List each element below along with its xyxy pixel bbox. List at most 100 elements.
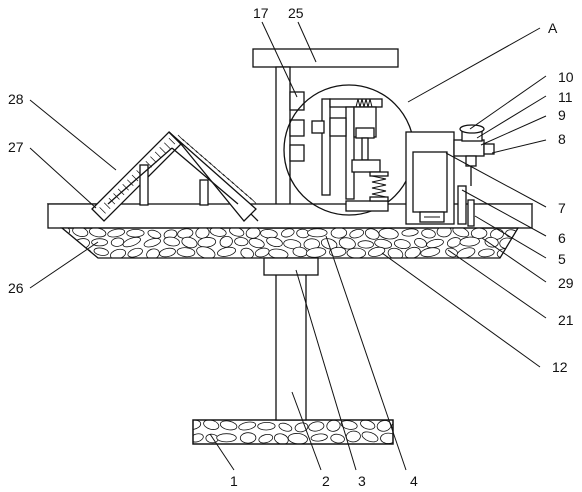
pebble [266, 236, 283, 248]
pebble [283, 239, 302, 250]
pebble [329, 246, 347, 257]
leader-line-l6 [461, 189, 547, 237]
leader-line-l9 [480, 115, 547, 146]
pebble [478, 248, 495, 258]
mech-lower-base [345, 200, 389, 212]
pebble [209, 228, 227, 237]
pebble [122, 236, 141, 248]
gravel-layer-base [192, 419, 394, 445]
leader-line-l10 [469, 75, 547, 130]
mech-cylinder-head [355, 127, 375, 139]
pebble [146, 248, 160, 258]
lower-column [275, 273, 307, 421]
callout-l10: 10 [558, 69, 574, 85]
hatch-mark [209, 162, 216, 169]
hatch-mark [195, 150, 203, 157]
hatch-mark [182, 138, 189, 146]
cabinet-inner [412, 151, 448, 213]
pebble [367, 246, 386, 257]
pebble [107, 228, 126, 238]
roof-inner-left [107, 147, 173, 205]
callout-l7: 7 [558, 200, 566, 216]
pebble [305, 247, 327, 258]
pebble [163, 236, 180, 247]
mech-side-block [345, 106, 355, 200]
pebble [391, 422, 393, 432]
hatch-mark [231, 181, 239, 189]
pebble [257, 421, 276, 431]
pebble [349, 228, 365, 239]
pebble [361, 431, 379, 443]
pebble [420, 247, 441, 258]
mech-spring-seat [369, 196, 389, 202]
hatch-mark [122, 184, 129, 191]
valve-assembly [453, 124, 495, 186]
mech-top-spring [355, 98, 373, 108]
pebble [326, 420, 341, 432]
leader-line-l28 [29, 99, 117, 171]
roof-frame [91, 131, 259, 222]
pebble [147, 229, 162, 239]
leader-line-l29 [481, 237, 547, 283]
hatch-mark [103, 202, 111, 210]
roof-inner-right [171, 147, 239, 205]
mech-cam [329, 117, 347, 137]
roof-post-right [199, 179, 209, 206]
hatch-mark [154, 151, 162, 159]
hatch-mark [177, 134, 185, 142]
callout-l28: 28 [8, 91, 24, 107]
pebble [310, 433, 328, 442]
pebble [340, 420, 358, 430]
pebble [511, 247, 518, 258]
detail-mechanism [311, 98, 389, 212]
pebble [452, 228, 470, 238]
mech-spring-cap [369, 171, 389, 177]
pebble [513, 238, 518, 247]
side-post [457, 185, 467, 225]
callout-l1: 1 [230, 473, 238, 489]
pebble [110, 248, 127, 258]
pebble [254, 247, 270, 258]
pebble [72, 228, 89, 237]
leader-line-l12 [381, 252, 541, 368]
callout-l26: 26 [8, 280, 24, 296]
pebble [459, 236, 480, 247]
gravel-layer-platform [60, 227, 520, 259]
pebble [330, 433, 345, 444]
hatch-mark [164, 142, 171, 149]
callout-l12: 12 [552, 359, 568, 375]
pebble [238, 421, 257, 431]
hatch-mark [200, 154, 207, 161]
leader-line-l8 [491, 139, 547, 154]
column-block-lower [289, 144, 305, 162]
pebble [364, 228, 380, 240]
pebble [193, 433, 204, 443]
hatch-mark [222, 173, 230, 181]
leader-line-l26 [29, 241, 99, 289]
hatch-mark [131, 174, 139, 182]
hatch-mark [127, 179, 134, 186]
hatch-mark [150, 156, 157, 163]
hatch-mark [227, 177, 234, 185]
leader-lines [29, 21, 547, 471]
leader-line-l27 [29, 147, 97, 209]
callout-l6: 6 [558, 230, 566, 246]
callout-l17: 17 [253, 5, 269, 21]
pebble [330, 228, 348, 239]
leader-line-lA [407, 27, 541, 103]
pebble [219, 420, 238, 431]
hatch-mark [94, 211, 102, 219]
valve-disc [459, 124, 485, 134]
callout-l21: 21 [558, 312, 574, 328]
leader-line-l11 [476, 95, 547, 139]
pebble [393, 239, 411, 250]
pebble [248, 238, 265, 249]
pebble [176, 247, 196, 258]
pebble [239, 432, 257, 444]
hatch-mark [218, 169, 225, 177]
hatch-mark [245, 193, 252, 200]
pebble [110, 237, 125, 247]
pebble [345, 430, 361, 443]
pebble [426, 238, 444, 249]
